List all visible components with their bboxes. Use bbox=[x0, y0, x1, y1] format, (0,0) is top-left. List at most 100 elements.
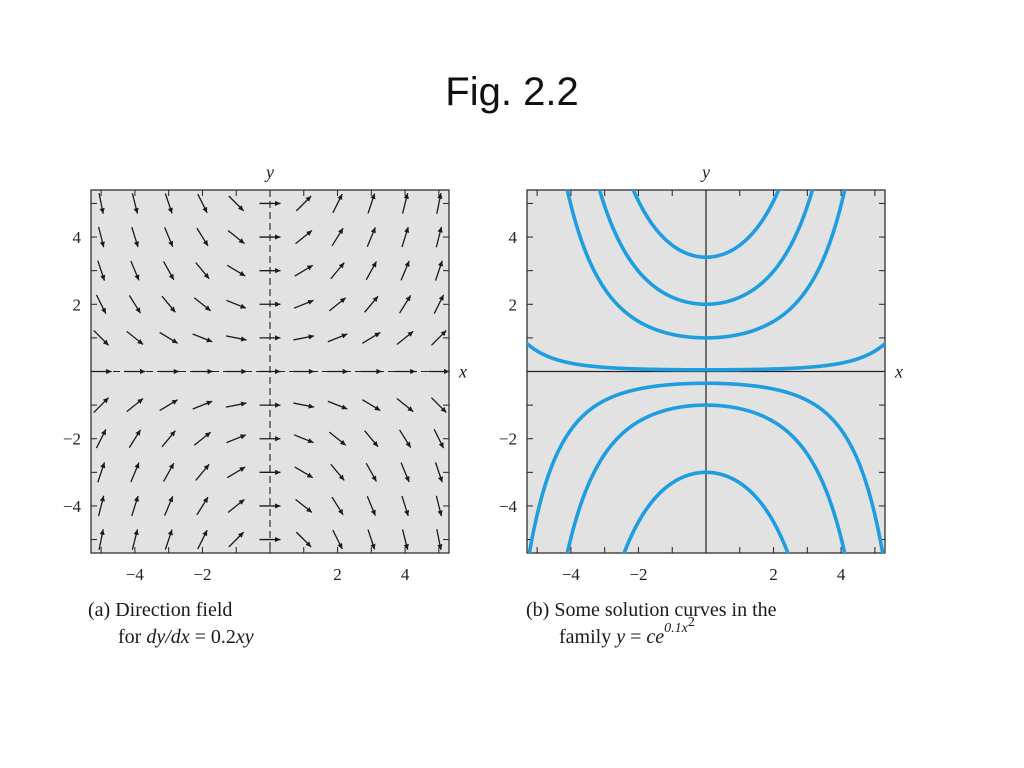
y-axis-label: y bbox=[264, 162, 274, 182]
direction-arrow bbox=[91, 368, 112, 375]
solution-curve bbox=[622, 470, 790, 553]
direction-arrow bbox=[225, 335, 247, 342]
x-tick-label: 4 bbox=[837, 565, 846, 584]
solution-curve bbox=[527, 341, 885, 372]
direction-arrow bbox=[430, 330, 447, 346]
x-tick-label: −2 bbox=[629, 565, 647, 584]
direction-arrow bbox=[293, 434, 314, 444]
direction-arrow bbox=[197, 529, 208, 550]
direction-arrow bbox=[259, 234, 281, 240]
direction-arrow bbox=[191, 368, 213, 375]
direction-arrow bbox=[293, 334, 315, 341]
direction-arrow bbox=[225, 368, 247, 375]
direction-arrow bbox=[434, 260, 443, 281]
direction-arrow bbox=[332, 193, 343, 214]
y-tick-label: −4 bbox=[63, 497, 82, 516]
direction-arrow bbox=[130, 462, 140, 483]
direction-arrow bbox=[365, 261, 377, 281]
caption-a-line1: (a) Direction field bbox=[88, 599, 232, 621]
x-tick-label: −4 bbox=[562, 565, 581, 584]
direction-arrow bbox=[332, 529, 343, 550]
direction-arrow bbox=[259, 368, 281, 375]
direction-arrow bbox=[401, 495, 410, 517]
solution-curve bbox=[565, 190, 847, 340]
solution-curve bbox=[565, 403, 847, 553]
direction-arrow bbox=[330, 262, 345, 280]
direction-arrow bbox=[124, 368, 146, 375]
direction-arrow bbox=[364, 295, 379, 313]
caption-a-line2: for dy/dx = 0.2xy bbox=[118, 626, 254, 648]
direction-arrow bbox=[328, 431, 347, 446]
x-tick-label: −2 bbox=[193, 565, 211, 584]
direction-arrow bbox=[259, 503, 281, 509]
direction-arrow bbox=[97, 495, 105, 517]
direction-arrow bbox=[131, 193, 139, 214]
direction-arrow bbox=[93, 397, 110, 413]
direction-arrow bbox=[259, 436, 281, 442]
direction-arrow bbox=[361, 331, 381, 344]
direction-arrow bbox=[226, 434, 247, 444]
direction-arrow bbox=[161, 430, 176, 448]
direction-arrow bbox=[401, 193, 409, 214]
direction-arrow bbox=[130, 260, 140, 281]
direction-arrow bbox=[360, 368, 382, 375]
direction-arrow bbox=[193, 297, 212, 312]
direction-arrow bbox=[195, 262, 210, 280]
direction-arrow bbox=[196, 227, 209, 247]
x-tick-label: 4 bbox=[401, 565, 410, 584]
direction-arrow bbox=[158, 368, 180, 375]
direction-arrow bbox=[367, 193, 376, 214]
caption-b-line2: family y = ce0.1x2 bbox=[559, 615, 695, 648]
direction-arrow bbox=[259, 301, 281, 307]
y-tick-label: 2 bbox=[509, 295, 518, 314]
y-tick-label: −2 bbox=[63, 430, 81, 449]
direction-arrow bbox=[259, 469, 281, 475]
direction-arrow bbox=[196, 496, 209, 516]
direction-arrow bbox=[401, 226, 410, 248]
direction-arrow bbox=[259, 200, 281, 207]
direction-arrow bbox=[328, 297, 347, 312]
direction-arrow bbox=[95, 429, 107, 449]
x-axis-label: x bbox=[458, 362, 467, 382]
solution-curve bbox=[631, 190, 781, 260]
direction-arrow bbox=[259, 268, 281, 274]
direction-arrow bbox=[97, 260, 106, 281]
direction-arrow bbox=[430, 397, 447, 413]
slide-title: Fig. 2.2 bbox=[445, 70, 579, 114]
x-tick-label: 2 bbox=[333, 565, 342, 584]
direction-arrow bbox=[396, 398, 414, 413]
direction-arrow bbox=[161, 295, 176, 313]
direction-arrow bbox=[330, 463, 345, 481]
direction-arrow bbox=[294, 466, 314, 479]
direction-arrow bbox=[128, 295, 142, 314]
direction-arrow bbox=[195, 463, 210, 481]
direction-arrow bbox=[259, 536, 281, 543]
y-tick-label: −4 bbox=[499, 497, 518, 516]
x-tick-label: −4 bbox=[126, 565, 145, 584]
direction-arrow bbox=[400, 462, 410, 483]
direction-arrow bbox=[259, 402, 281, 408]
direction-arrow bbox=[433, 429, 445, 449]
direction-arrow bbox=[295, 531, 312, 548]
panel-a-ticks bbox=[91, 190, 449, 553]
solution-curve bbox=[527, 381, 885, 553]
direction-arrow bbox=[193, 431, 212, 446]
direction-arrow bbox=[192, 400, 213, 410]
direction-arrow bbox=[131, 226, 139, 248]
direction-arrow bbox=[434, 462, 443, 483]
direction-arrow bbox=[364, 430, 379, 448]
direction-arrow bbox=[98, 529, 105, 550]
direction-arrow bbox=[164, 227, 174, 247]
direction-arrow bbox=[435, 495, 443, 517]
x-axis-label: x bbox=[894, 362, 903, 382]
direction-arrow bbox=[228, 195, 245, 212]
direction-arrow bbox=[331, 227, 344, 247]
direction-arrow bbox=[293, 368, 315, 375]
direction-arrow bbox=[226, 466, 246, 479]
direction-arrow bbox=[126, 330, 144, 345]
direction-arrow bbox=[293, 402, 315, 409]
